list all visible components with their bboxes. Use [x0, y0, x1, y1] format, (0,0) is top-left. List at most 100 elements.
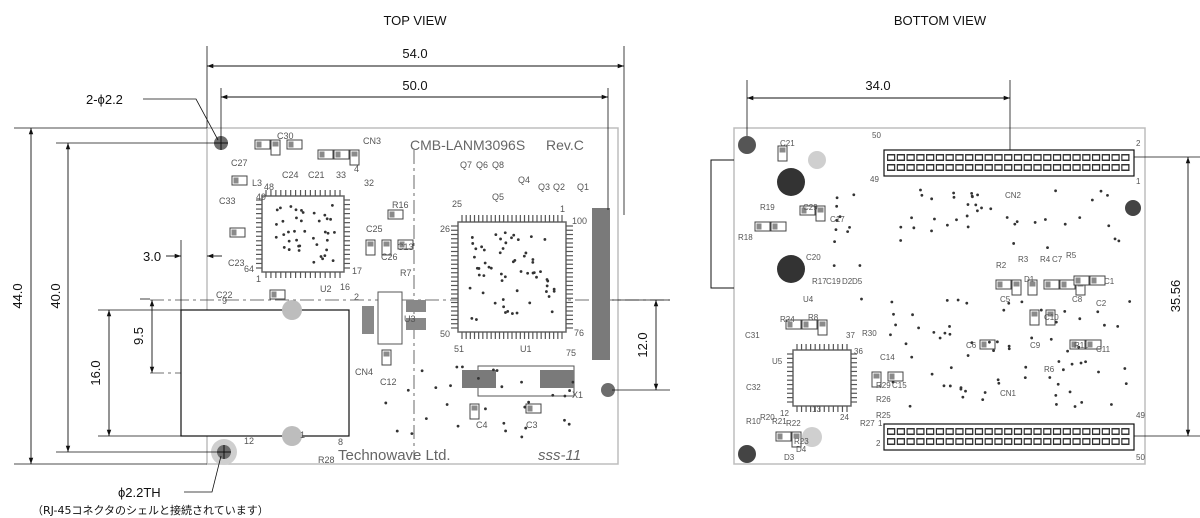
silk-label: C21	[780, 139, 795, 148]
bottom-vias	[832, 188, 1132, 408]
silk-label: C19	[826, 277, 841, 286]
hole-tl-label: 2-ϕ2.2	[86, 92, 123, 107]
silk-label: R10	[746, 417, 761, 426]
dim-jack-offset-label: 3.0	[143, 249, 161, 264]
dim-connector-offset-label: 34.0	[865, 78, 890, 93]
silk-label: CN1	[1000, 389, 1017, 398]
silk-label: C32	[746, 383, 761, 392]
dim-height-inner-label: 40.0	[48, 283, 63, 308]
bottom-jack-outline	[710, 159, 734, 289]
silk-label: CN2	[1005, 191, 1022, 200]
silk-label: Q7	[460, 160, 472, 170]
leader-hole-bl	[184, 455, 222, 493]
silk-label: C24	[282, 170, 299, 180]
silk-label: 75	[566, 348, 576, 358]
silk-label: 1	[560, 204, 565, 214]
silk-label: U1	[520, 344, 532, 354]
silk-label: R24	[780, 315, 795, 324]
dim-hole-right-label: 12.0	[635, 332, 650, 357]
leader-hole-tl	[143, 98, 219, 141]
dim-width-overall-label: 54.0	[402, 46, 427, 61]
silk-label: C13	[397, 242, 414, 252]
silk-label: 48	[264, 182, 274, 192]
silk-label: CN4	[355, 367, 373, 377]
silk-label: 17	[352, 266, 362, 276]
silk-label: R5	[1066, 251, 1077, 260]
silk-label: R19	[760, 203, 775, 212]
silk-label: C3	[526, 420, 538, 430]
silk-label: R30	[862, 329, 877, 338]
silk-label: D4	[796, 445, 807, 454]
silk-label: 1	[878, 419, 883, 428]
silk-label: R26	[876, 395, 891, 404]
silk-label: 1	[300, 430, 305, 440]
silk-label: R22	[786, 419, 801, 428]
silk-label: R2	[996, 261, 1007, 270]
silk-label: C9	[1030, 341, 1041, 350]
silk-label: C7	[1052, 255, 1063, 264]
silk-label: 2	[876, 439, 881, 448]
silk-label: R23	[794, 437, 809, 446]
silk-label: C10	[1044, 313, 1059, 322]
bottom-hole-r	[1125, 200, 1141, 216]
silk-label: C26	[381, 252, 398, 262]
silk-label: C22	[216, 290, 233, 300]
hole-bl-label: ϕ2.2TH	[118, 485, 161, 500]
silk-label: C29	[803, 203, 818, 212]
silk-label: Q8	[492, 160, 504, 170]
silk-label: R8	[808, 313, 819, 322]
hole-bl-note: （RJ-45コネクタのシェルと接続されています）	[32, 503, 269, 517]
silk-label: C25	[366, 224, 383, 234]
silk-label: 8	[338, 437, 343, 447]
silk-label: 100	[572, 216, 587, 226]
silk-label: C5	[1000, 295, 1011, 304]
silk-label: 26	[440, 224, 450, 234]
silk-label: 4	[354, 164, 359, 174]
silk-label: C23	[228, 258, 245, 268]
silk-label: D3	[784, 453, 795, 462]
silk-label: 13	[812, 405, 821, 414]
silk-label: 49	[870, 175, 879, 184]
silk-label: 12	[780, 409, 789, 418]
bottom-passives	[754, 145, 1106, 448]
silk-label: 64	[244, 264, 254, 274]
silk-label: 37	[846, 331, 855, 340]
silk-label: C20	[806, 253, 821, 262]
silk-label: U4	[803, 295, 814, 304]
silk-label: C27	[231, 158, 248, 168]
rj45-jack	[180, 309, 350, 437]
silk-label: Q5	[492, 192, 504, 202]
chip-u2	[256, 190, 350, 278]
silk-label: R4	[1040, 255, 1051, 264]
silk-label: C14	[880, 353, 895, 362]
silk-label: C12	[380, 377, 397, 387]
silk-label: Q6	[476, 160, 488, 170]
board-model: CMB-LANM3096S	[410, 137, 525, 153]
dim-width-holes-label: 50.0	[402, 78, 427, 93]
silk-label: R18	[738, 233, 753, 242]
silk-label: C8	[1072, 295, 1083, 304]
silk-label: U5	[772, 357, 783, 366]
silk-label: R28	[318, 455, 335, 465]
dim-height-overall-label: 44.0	[10, 283, 25, 308]
silk-label: 36	[854, 347, 863, 356]
silk-label: 1	[256, 274, 261, 284]
silk-label: C15	[892, 381, 907, 390]
silk-label: L3	[252, 178, 262, 188]
top-hole-right	[601, 383, 615, 397]
top-view-title: TOP VIEW	[383, 13, 447, 28]
silk-label: U2	[320, 284, 332, 294]
silk-label: C31	[745, 331, 760, 340]
silk-label: C11	[1096, 345, 1111, 354]
connector-cn2	[883, 149, 1135, 177]
chip-u1	[451, 215, 573, 339]
silk-label: R16	[392, 200, 409, 210]
silk-label: 50	[872, 131, 881, 140]
silk-label: R17	[812, 277, 827, 286]
silk-label: R29	[876, 381, 891, 390]
silk-label: CN3	[363, 136, 381, 146]
top-header-strip	[592, 208, 610, 360]
dim-jack-height-label: 16.0	[88, 360, 103, 385]
silk-label: 2	[354, 292, 359, 302]
